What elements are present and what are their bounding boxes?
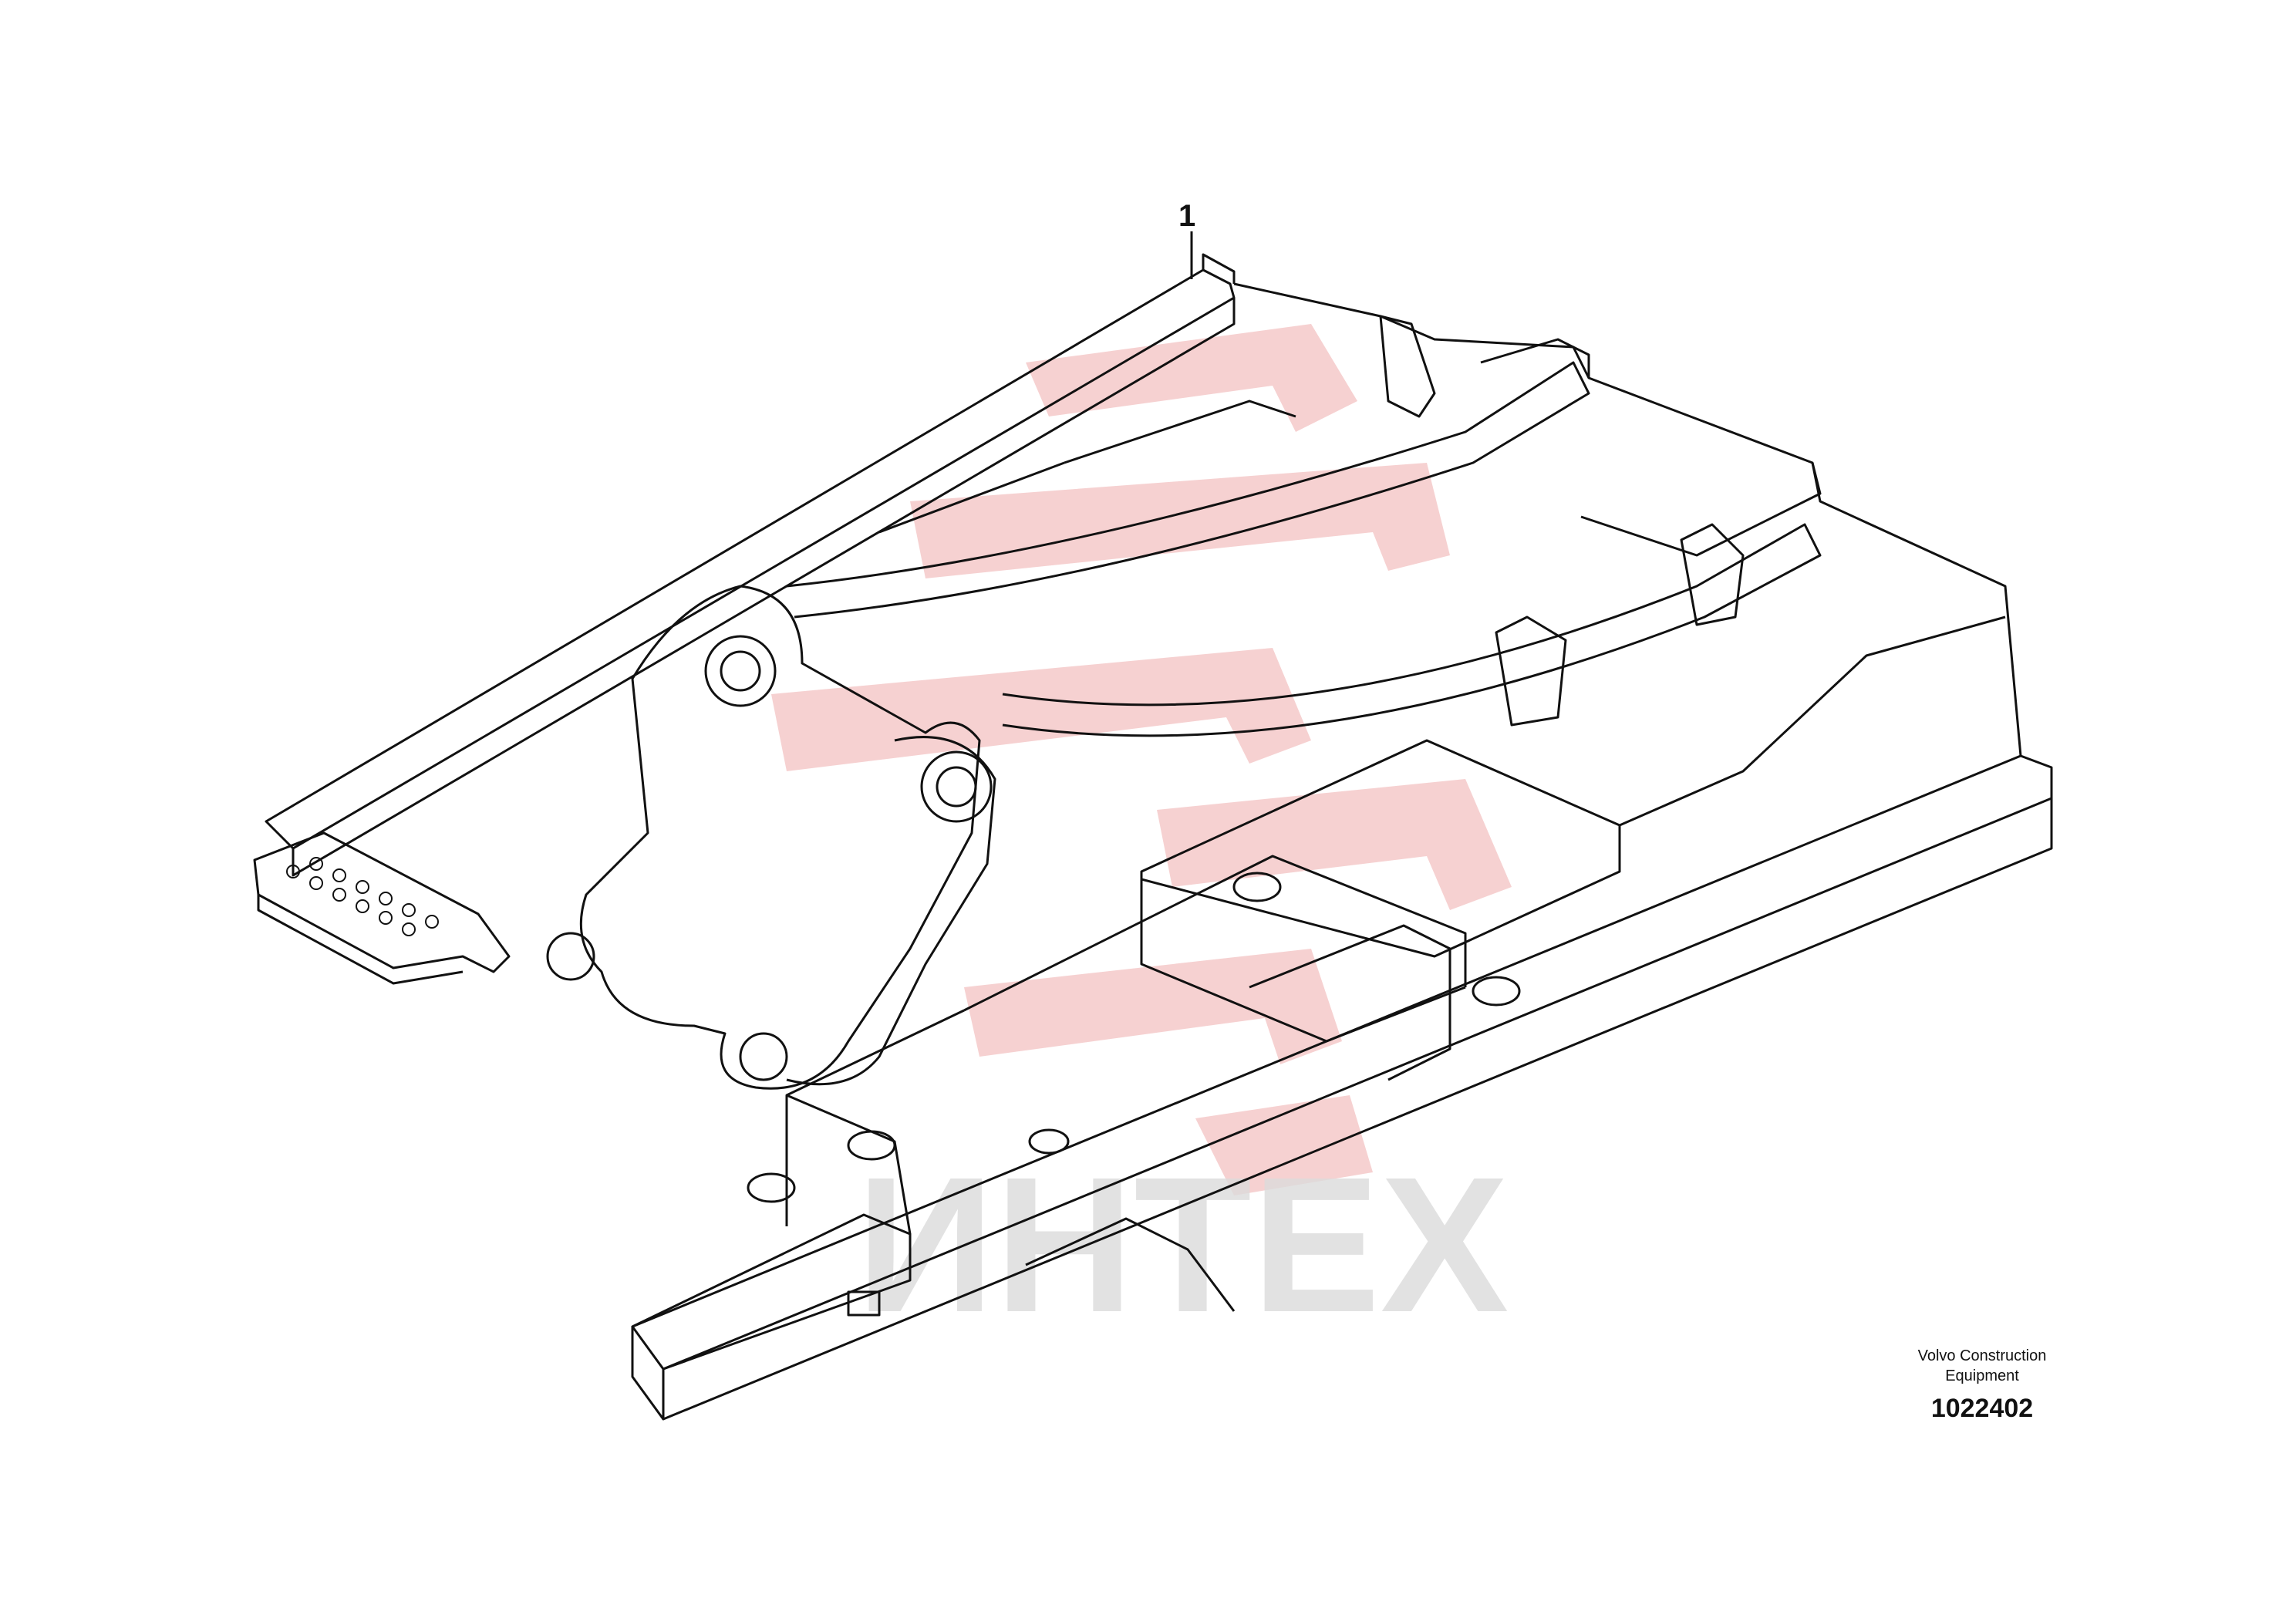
company-name-line1: Volvo Construction (1917, 1347, 2047, 1364)
rear-cross-member (1480, 338, 1822, 557)
boom-pin-upper (704, 635, 777, 707)
main-beam-right (1002, 523, 1822, 737)
watermark-logo (771, 324, 1512, 1195)
boom-bracket (579, 585, 981, 1090)
watermark-text: ИНТЕХ (856, 1137, 1509, 1352)
step-perforations (286, 857, 439, 936)
right-side-rail (631, 754, 2053, 1371)
main-beam-left (786, 361, 1590, 619)
front-step (253, 831, 511, 973)
company-name-line2: Equipment (1945, 1367, 2019, 1384)
part-callout-number: 1 (1178, 199, 1196, 233)
drawing-number: 1022402 (1930, 1394, 2034, 1423)
left-side-rail (265, 268, 1236, 850)
boom-pin-lower (920, 750, 993, 823)
upper-frame-drawing (253, 253, 2053, 1421)
drawing-credit: Volvo Construction Equipment 1022402 (1828, 1346, 2136, 1424)
